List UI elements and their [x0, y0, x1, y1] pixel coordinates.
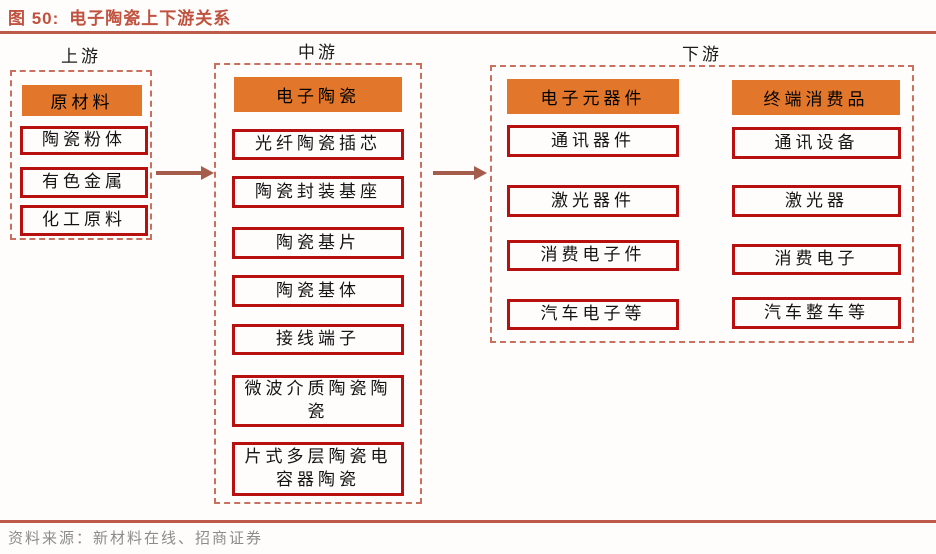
arrow-shaft	[433, 171, 475, 175]
downstream-panel: 电子元器件 通讯器件 激光器件 消费电子件 汽车电子等 终端消费品 通讯设备 激…	[490, 65, 914, 343]
downstream-col2-item-0: 通讯设备	[732, 127, 901, 159]
section-label-downstream: 下游	[682, 45, 722, 65]
figure-title: 图 50: 电子陶瓷上下游关系	[8, 4, 231, 29]
section-label-upstream: 上游	[61, 47, 101, 67]
downstream-col2-header: 终端消费品	[732, 80, 900, 115]
midstream-item-6: 片式多层陶瓷电容器陶瓷	[232, 442, 404, 496]
midstream-item-4: 接线端子	[232, 324, 404, 355]
upstream-item-2: 化工原料	[20, 205, 148, 236]
arrow-shaft	[156, 171, 202, 175]
downstream-col2-item-2: 消费电子	[732, 244, 901, 275]
figure-number-label: 图 50:	[8, 9, 60, 28]
upstream-item-0: 陶瓷粉体	[20, 126, 148, 155]
midstream-item-5: 微波介质陶瓷陶瓷	[232, 375, 404, 427]
midstream-item-2: 陶瓷基片	[232, 227, 404, 259]
arrow-head	[201, 166, 214, 180]
arrow-upstream-to-midstream-icon	[156, 166, 214, 180]
footer-divider-line	[0, 520, 936, 523]
title-divider-line	[0, 31, 936, 34]
upstream-header: 原材料	[22, 85, 142, 116]
downstream-col2-item-3: 汽车整车等	[732, 297, 901, 329]
figure-title-text: 电子陶瓷上下游关系	[69, 9, 232, 28]
midstream-header: 电子陶瓷	[234, 77, 402, 112]
upstream-item-1: 有色金属	[20, 167, 148, 198]
midstream-item-0: 光纤陶瓷插芯	[232, 129, 404, 160]
source-citation: 资料来源：新材料在线、招商证券	[8, 529, 264, 547]
downstream-col1-item-3: 汽车电子等	[507, 299, 679, 330]
downstream-col2-item-1: 激光器	[732, 185, 901, 217]
midstream-item-3: 陶瓷基体	[232, 275, 404, 307]
section-label-midstream: 中游	[298, 43, 338, 63]
downstream-col1-item-1: 激光器件	[507, 185, 679, 217]
midstream-panel: 电子陶瓷 光纤陶瓷插芯 陶瓷封装基座 陶瓷基片 陶瓷基体 接线端子 微波介质陶瓷…	[214, 63, 422, 504]
midstream-item-1: 陶瓷封装基座	[232, 176, 404, 208]
downstream-col1-item-0: 通讯器件	[507, 125, 679, 157]
arrow-midstream-to-downstream-icon	[433, 166, 487, 180]
downstream-col1-item-2: 消费电子件	[507, 240, 679, 271]
downstream-col1-header: 电子元器件	[507, 79, 679, 114]
upstream-panel: 原材料 陶瓷粉体 有色金属 化工原料	[10, 70, 152, 240]
arrow-head	[474, 166, 487, 180]
